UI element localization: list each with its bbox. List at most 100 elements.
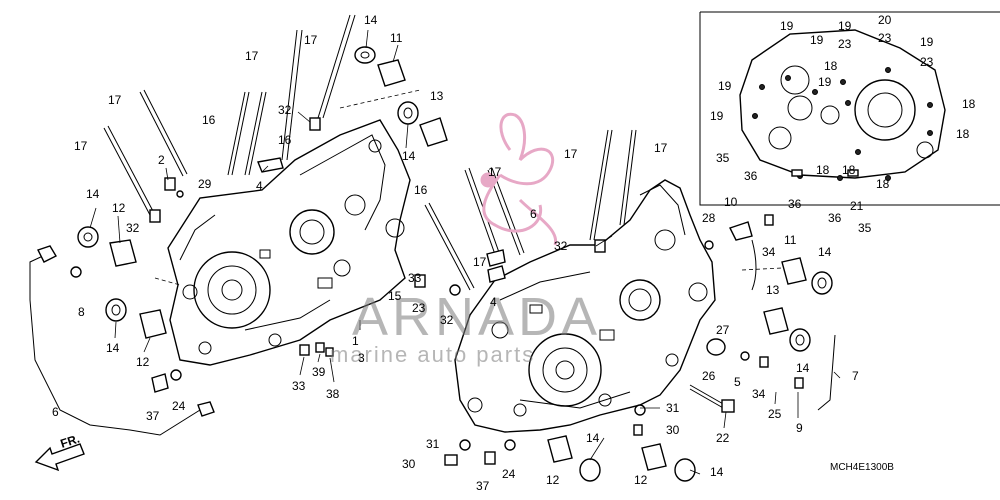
callout-23: 23: [838, 37, 852, 51]
callout-36: 36: [828, 211, 842, 225]
callout-18: 18: [824, 59, 838, 73]
callout-labels: 14 11 17 17 17 16 32 16 13 14 17 2 29 4 …: [52, 13, 976, 493]
callout-33: 33: [292, 379, 306, 393]
callout-18: 18: [876, 177, 890, 191]
callout-10: 10: [724, 195, 738, 209]
callout-17: 17: [245, 49, 259, 63]
callout-17: 17: [473, 255, 487, 269]
callout-34: 34: [752, 387, 766, 401]
callout-6: 6: [52, 405, 59, 419]
callout-18: 18: [816, 163, 830, 177]
callout-36: 36: [744, 169, 758, 183]
callout-7: 7: [852, 369, 859, 383]
callout-20: 20: [878, 13, 892, 27]
callout-17: 17: [654, 141, 668, 155]
callout-17: 17: [488, 165, 502, 179]
callout-13: 13: [430, 89, 444, 103]
callout-16: 16: [278, 133, 292, 147]
callout-25: 25: [768, 407, 782, 421]
callout-35: 35: [716, 151, 730, 165]
callout-11: 11: [390, 31, 403, 45]
callout-23: 23: [878, 31, 892, 45]
callout-37: 37: [476, 479, 490, 493]
callout-31: 31: [666, 401, 680, 415]
callout-12: 12: [136, 355, 150, 369]
callout-32: 32: [554, 239, 568, 253]
cylinder-studs: [103, 14, 637, 291]
callout-1: 1: [352, 334, 359, 348]
callout-16: 16: [414, 183, 428, 197]
callout-5: 5: [734, 375, 741, 389]
callout-19: 19: [818, 75, 832, 89]
callout-8: 8: [78, 305, 85, 319]
small-parts: [29, 46, 836, 482]
callout-19: 19: [710, 109, 724, 123]
callout-14: 14: [818, 245, 832, 259]
callout-12: 12: [546, 473, 560, 487]
callout-14: 14: [586, 431, 600, 445]
callout-22: 22: [716, 431, 730, 445]
callout-2: 2: [158, 153, 165, 167]
callout-14: 14: [796, 361, 810, 375]
callout-12: 12: [634, 473, 648, 487]
callout-29: 29: [198, 177, 212, 191]
callout-11: 11: [784, 233, 797, 247]
callout-36: 36: [788, 197, 802, 211]
callout-16: 16: [202, 113, 216, 127]
callout-18: 18: [842, 163, 856, 177]
direction-label: FR.: [59, 432, 82, 451]
front-direction-arrow: FR.: [34, 432, 85, 472]
callout-24: 24: [172, 399, 186, 413]
callout-30: 30: [402, 457, 416, 471]
callout-12: 12: [112, 201, 126, 215]
callout-15: 15: [388, 289, 402, 303]
callout-31: 31: [426, 437, 440, 451]
callout-39: 39: [312, 365, 326, 379]
callout-23: 23: [412, 301, 426, 315]
callout-14: 14: [364, 13, 378, 27]
callout-34: 34: [762, 245, 776, 259]
callout-35: 35: [858, 221, 872, 235]
callout-19: 19: [838, 19, 852, 33]
callout-18: 18: [962, 97, 976, 111]
callout-32: 32: [278, 103, 292, 117]
inset-cover-view: [699, 11, 1000, 206]
callout-19: 19: [718, 79, 732, 93]
callout-17: 17: [304, 33, 318, 47]
callout-32: 32: [126, 221, 140, 235]
callout-14: 14: [106, 341, 120, 355]
callout-37: 37: [146, 409, 160, 423]
leader-lines: [89, 29, 841, 475]
left-crankcase-half: [167, 119, 411, 366]
right-crankcase-half: [454, 179, 716, 433]
callout-4: 4: [490, 295, 497, 309]
callout-19: 19: [920, 35, 934, 49]
callout-21: 21: [850, 199, 864, 213]
diagram-code: MCH4E1300B: [830, 462, 894, 473]
callout-27: 27: [716, 323, 730, 337]
callout-19: 19: [810, 33, 824, 47]
callout-30: 30: [666, 423, 680, 437]
callout-4: 4: [256, 179, 263, 193]
callout-17: 17: [108, 93, 122, 107]
callout-14: 14: [710, 465, 724, 479]
callout-9: 9: [796, 421, 803, 435]
callout-13: 13: [766, 283, 780, 297]
callout-23: 23: [920, 55, 934, 69]
callout-26: 26: [702, 369, 716, 383]
callout-3: 3: [358, 351, 365, 365]
callout-38: 38: [326, 387, 340, 401]
watermark-logo: [480, 112, 558, 246]
callout-6: 6: [530, 207, 537, 221]
callout-18: 18: [956, 127, 970, 141]
callout-14: 14: [86, 187, 100, 201]
callout-17: 17: [74, 139, 88, 153]
callout-17: 17: [564, 147, 578, 161]
callout-33: 33: [408, 271, 422, 285]
callout-14: 14: [402, 149, 416, 163]
callout-19: 19: [780, 19, 794, 33]
watermark-main-text: ARNADA: [352, 287, 601, 347]
callout-28: 28: [702, 211, 716, 225]
